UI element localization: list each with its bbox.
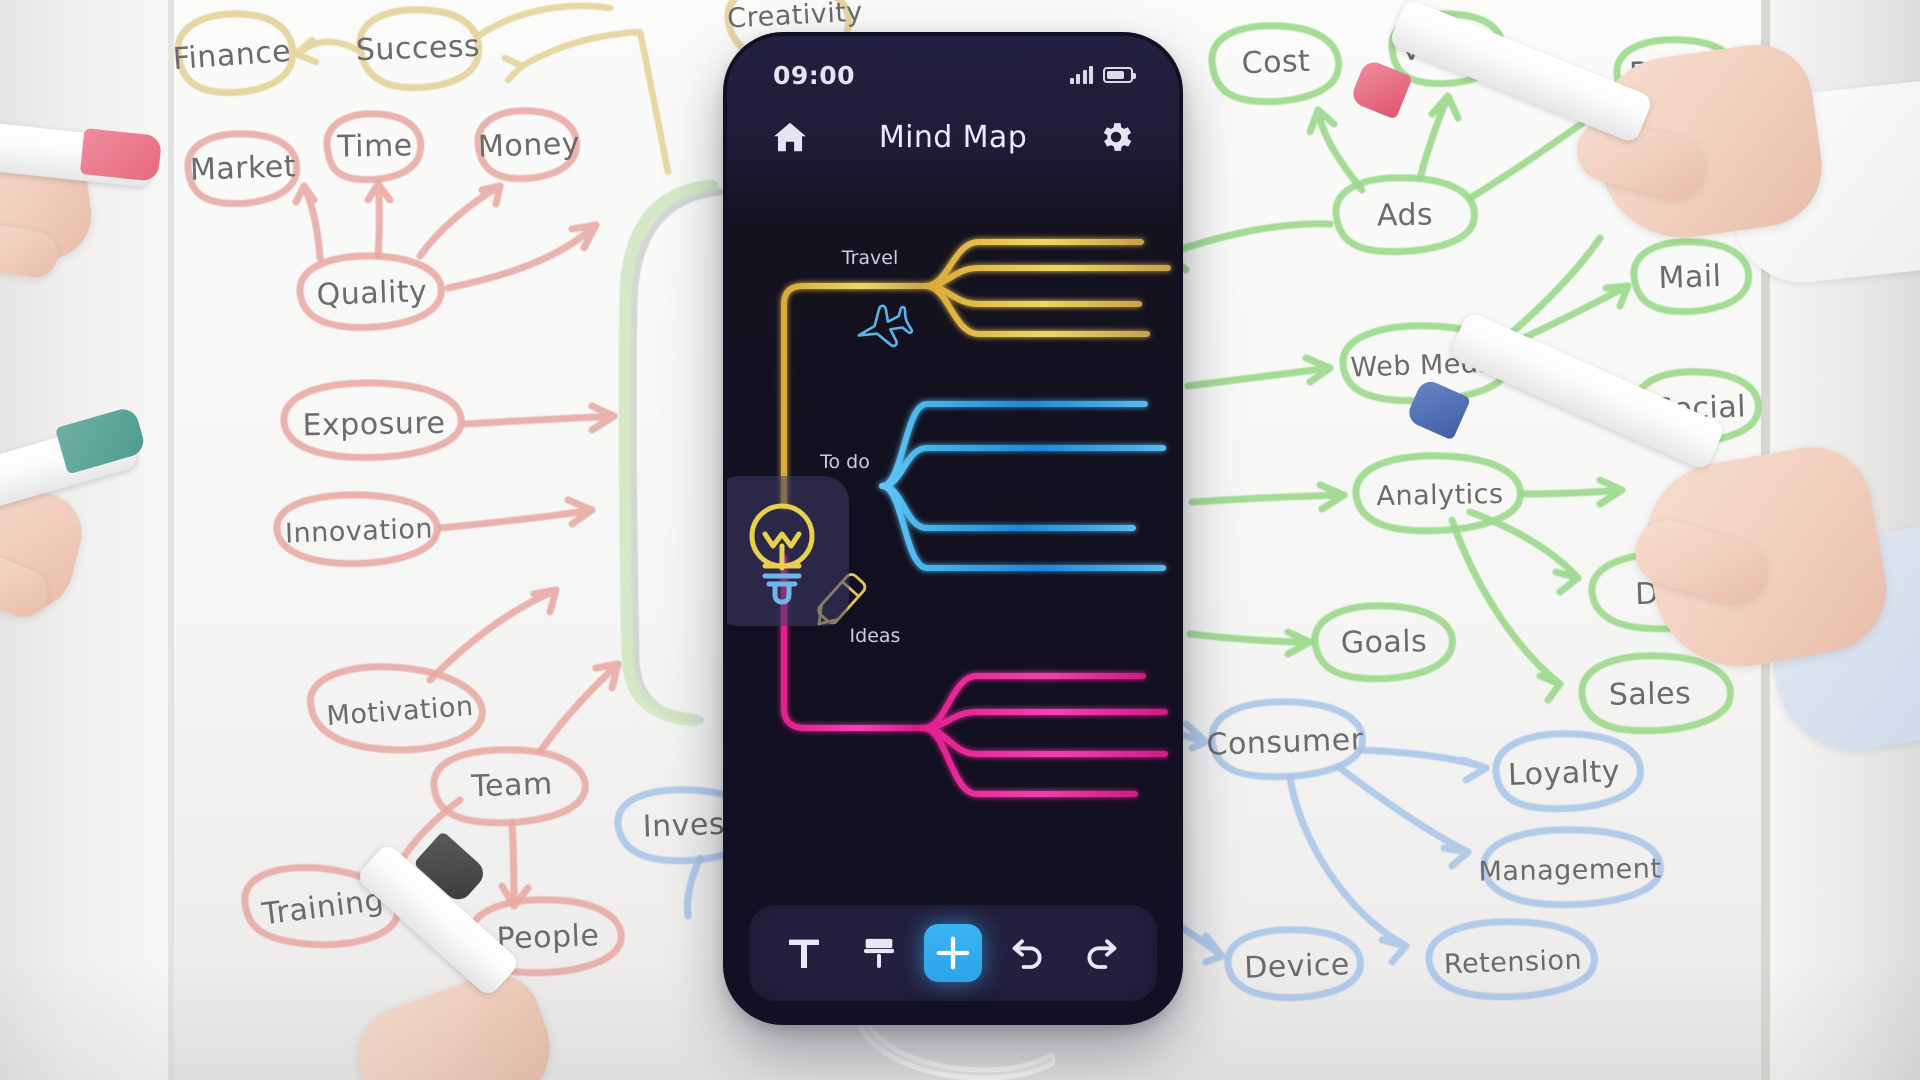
status-indicators — [1069, 66, 1136, 84]
hand-mid-right — [1404, 310, 1920, 763]
whiteboard-node-label-device: Device — [1244, 947, 1351, 986]
brush-tool-icon — [863, 938, 894, 968]
redo-button[interactable] — [1073, 924, 1131, 982]
whiteboard-node-label-ads: Ads — [1377, 198, 1434, 234]
hand-top-right — [1349, 0, 1920, 310]
lightbulb-icon — [749, 503, 815, 605]
add-node-button[interactable] — [923, 924, 982, 982]
whiteboard-node-label-management: Management — [1478, 853, 1661, 887]
redo-icon — [1087, 939, 1117, 969]
whiteboard-node-label-goals: Goals — [1340, 624, 1427, 661]
undo-button[interactable] — [998, 924, 1056, 982]
whiteboard-node-label-consumer: Consumer — [1206, 722, 1364, 762]
page-title: Mind Map — [878, 119, 1028, 155]
whiteboard-node-label-retension: Retension — [1443, 945, 1582, 981]
whiteboard-node-label-finance: Finance — [172, 34, 292, 77]
text-tool-button[interactable] — [775, 924, 833, 982]
whiteboard-node-label-success: Success — [355, 29, 480, 68]
plus-icon — [936, 936, 970, 970]
branch-label-travel: Travel — [841, 247, 898, 269]
whiteboard-node-label-innovation: Innovation — [285, 513, 434, 549]
whiteboard-frame-inner-left — [168, 0, 174, 1080]
whiteboard-node-label-people: People — [496, 918, 600, 957]
whiteboard-node-label-loyalty: Loyalty — [1507, 754, 1620, 793]
whiteboard-node-label-motivation: Motivation — [326, 691, 475, 732]
whiteboard-node-label-mail: Mail — [1658, 259, 1722, 296]
hand-mid-left — [0, 405, 260, 630]
text-tool-icon — [789, 939, 820, 968]
smartphone-device: 09:00 Mind Map — [727, 36, 1179, 1021]
status-time: 09:00 — [773, 60, 856, 90]
whiteboard-node-label-cost: Cost — [1241, 44, 1311, 81]
whiteboard-node-label-time: Time — [336, 128, 413, 164]
app-bar: Mind Map — [727, 98, 1179, 176]
whiteboard-node-label-exposure: Exposure — [302, 406, 445, 443]
phone-cable — [855, 1016, 1055, 1080]
whiteboard-node-label-money: Money — [477, 126, 580, 165]
whiteboard-node-label-invest: Invest — [642, 806, 738, 844]
battery-icon — [1103, 67, 1136, 83]
branch-label-ideas: Ideas — [850, 625, 901, 647]
home-icon[interactable] — [771, 118, 809, 156]
branch-ideas — [781, 555, 1168, 797]
whiteboard-node-label-creativity: Creativity — [727, 0, 864, 35]
undo-icon — [1012, 939, 1042, 969]
gear-icon[interactable] — [1097, 118, 1135, 156]
whiteboard-node-label-training: Training — [259, 883, 386, 933]
branch-todo — [727, 401, 1170, 571]
airplane-icon — [857, 304, 914, 348]
whiteboard-node-label-analytics: Analytics — [1376, 479, 1504, 512]
status-bar: 09:00 — [727, 36, 1179, 98]
branch-label-todo: To do — [819, 451, 870, 473]
whiteboard-node-label-quality: Quality — [316, 274, 428, 313]
branch-travel — [781, 239, 1171, 509]
bottom-toolbar — [749, 905, 1157, 1001]
signal-bars-icon — [1069, 66, 1093, 84]
marker-tip-pink — [79, 128, 163, 182]
whiteboard-node-label-sales: Sales — [1609, 676, 1692, 712]
phone-screen[interactable]: 09:00 Mind Map — [727, 36, 1179, 1021]
brush-tool-button[interactable] — [850, 924, 908, 982]
whiteboard-node-label-market: Market — [189, 149, 296, 188]
hand-top-left — [0, 120, 260, 320]
whiteboard-node-label-team: Team — [470, 767, 553, 805]
